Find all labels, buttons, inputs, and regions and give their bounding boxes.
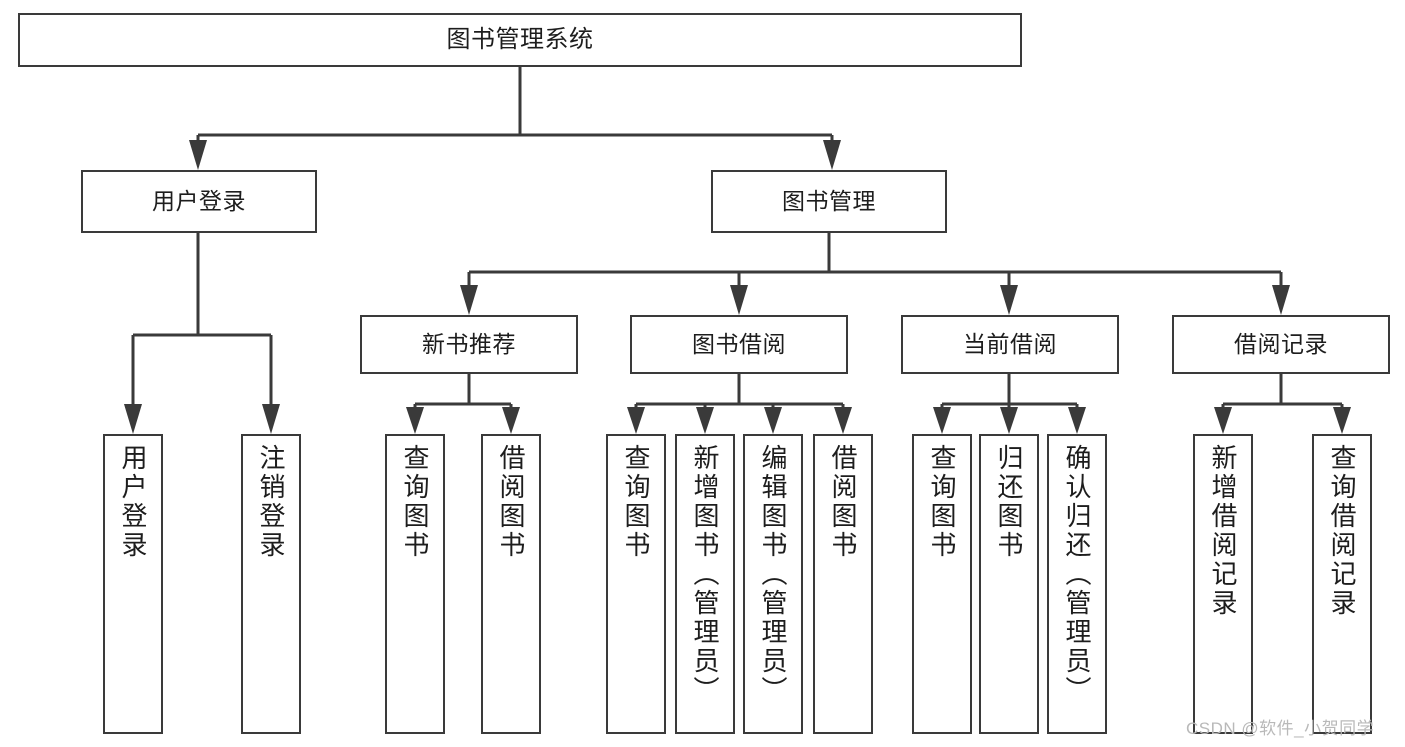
node-label: 查询图书 [927,444,957,560]
leaf-user-login-logout[interactable]: 注销登录 [241,434,301,734]
node-label: 图书管理 [782,188,876,215]
leaf-record-query-record[interactable]: 查询借阅记录 [1312,434,1372,734]
node-label: 注销登录 [256,444,286,560]
node-new-book-recommend[interactable]: 新书推荐 [360,315,578,374]
leaf-borrow-query-book[interactable]: 查询图书 [606,434,666,734]
leaf-recommend-query-book[interactable]: 查询图书 [385,434,445,734]
leaf-user-login-login[interactable]: 用户登录 [103,434,163,734]
node-root-system[interactable]: 图书管理系统 [18,13,1022,67]
node-label: 确认归还（管理员） [1062,444,1092,705]
node-current-borrow[interactable]: 当前借阅 [901,315,1119,374]
node-label: 用户登录 [118,444,148,560]
leaf-current-confirm-return-admin[interactable]: 确认归还（管理员） [1047,434,1107,734]
watermark-text: CSDN @软件_小贺同学 [1186,719,1375,738]
node-label: 查询图书 [621,444,651,560]
leaf-recommend-borrow-book[interactable]: 借阅图书 [481,434,541,734]
node-book-management[interactable]: 图书管理 [711,170,947,233]
node-label: 查询借阅记录 [1327,444,1357,618]
node-label: 借阅图书 [828,444,858,560]
leaf-borrow-add-book-admin[interactable]: 新增图书（管理员） [675,434,735,734]
node-label: 图书借阅 [692,331,786,358]
node-label: 查询图书 [400,444,430,560]
node-label: 新书推荐 [422,331,516,358]
node-label: 新增借阅记录 [1208,444,1238,618]
node-label: 当前借阅 [963,331,1057,358]
node-label: 借阅记录 [1234,331,1328,358]
leaf-borrow-borrow-book[interactable]: 借阅图书 [813,434,873,734]
leaf-current-return-book[interactable]: 归还图书 [979,434,1039,734]
leaf-record-add-record[interactable]: 新增借阅记录 [1193,434,1253,734]
node-label: 图书管理系统 [446,26,594,54]
node-label: 新增图书（管理员） [690,444,720,705]
node-label: 借阅图书 [496,444,526,560]
node-book-borrow[interactable]: 图书借阅 [630,315,848,374]
node-label: 编辑图书（管理员） [758,444,788,705]
node-label: 归还图书 [994,444,1024,560]
node-user-login[interactable]: 用户登录 [81,170,317,233]
node-borrow-record[interactable]: 借阅记录 [1172,315,1390,374]
node-label: 用户登录 [152,188,246,215]
leaf-borrow-edit-book-admin[interactable]: 编辑图书（管理员） [743,434,803,734]
leaf-current-query-book[interactable]: 查询图书 [912,434,972,734]
